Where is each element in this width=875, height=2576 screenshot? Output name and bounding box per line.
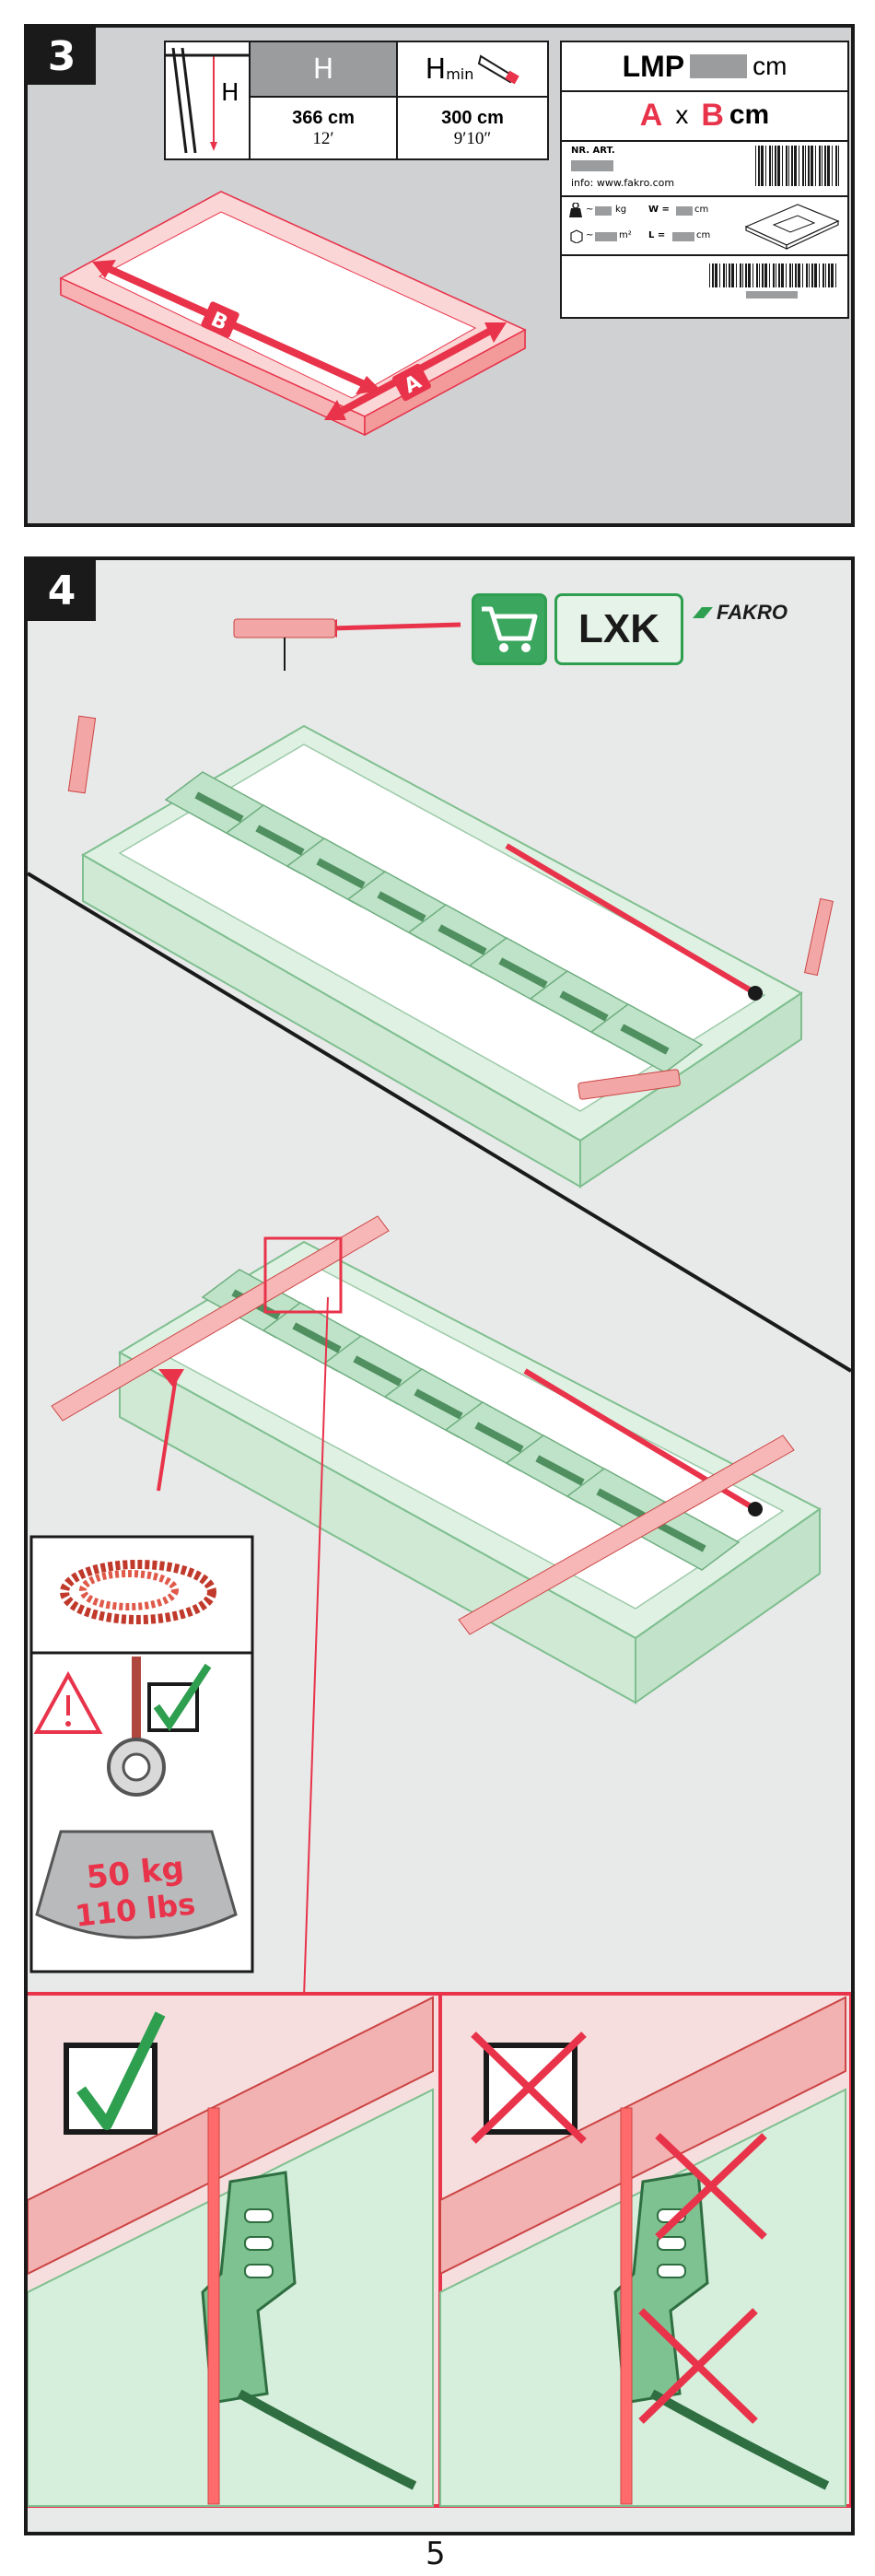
label-size-placeholder [690,54,747,78]
barcode-icon [755,146,840,186]
l-placeholder [672,232,694,241]
area-placeholder [595,232,617,241]
weight-icon [569,203,582,217]
label-spec-row: ~ kg W = cm ~ m² L = cm [562,195,847,256]
product-label: LMP cm A x B cm NR. ART. info: www.fakro… [560,41,849,319]
ladder-height-diagram: H [164,41,251,160]
step-number: 3 [28,28,96,85]
package-icon [742,199,842,251]
height-letter: H [221,79,239,107]
hmin-header: H [426,53,447,86]
barcode-number-placeholder [746,291,798,299]
label-barcode-row [562,254,847,319]
barcode-icon [709,263,838,287]
h-metric: 366 cm [292,108,355,129]
h-header-cell: H [249,41,398,98]
ceiling-opening-diagram: B A [28,157,543,470]
label-info: info: www.fakro.com [571,177,674,189]
h-value-cell: 366 cm 12′ [249,96,398,160]
h-header: H [313,53,334,86]
label-kg: kg [615,205,626,215]
hmin-imperial: 9′10″ [454,129,492,149]
label-model: LMP [623,50,685,84]
step-3-panel: 3 H H H min 366 cm 12′ 300 cm 9′10″ [24,24,855,527]
label-model-row: LMP cm [562,42,847,92]
label-dim-a: A [640,98,663,134]
box-icon [569,228,584,243]
saw-icon [477,53,519,86]
label-art-placeholder [571,160,613,171]
label-l-unit: cm [696,230,710,240]
step-4-illustration: 50 kg 110 lbs [28,560,851,2532]
label-l: L = [648,230,665,240]
label-art-row: NR. ART. info: www.fakro.com [562,140,847,197]
label-nr-art: NR. ART. [571,146,615,156]
h-imperial: 12′ [312,129,333,149]
label-dim-x: x [675,100,688,130]
label-unit: cm [752,52,787,81]
label-m2: m² [619,230,632,240]
hmin-value-cell: 300 cm 9′10″ [396,96,549,160]
label-w: W = [648,205,670,215]
label-dim-unit: cm [729,100,769,131]
hmin-header-sub: min [446,65,473,83]
step-4-panel: 4 LXK FAKRO [24,556,855,2535]
page-number: 5 [426,2535,446,2572]
hmin-header-cell: H min [396,41,549,98]
label-w-unit: cm [694,205,708,215]
label-dimensions-row: A x B cm [562,90,847,142]
hmin-metric: 300 cm [441,108,504,129]
ladder-box-upper [83,726,801,1187]
weight-placeholder [595,206,612,216]
label-dim-b: B [701,98,724,134]
approx-sign: ~ [586,205,593,215]
approx-sign: ~ [586,230,593,240]
w-placeholder [676,206,693,216]
